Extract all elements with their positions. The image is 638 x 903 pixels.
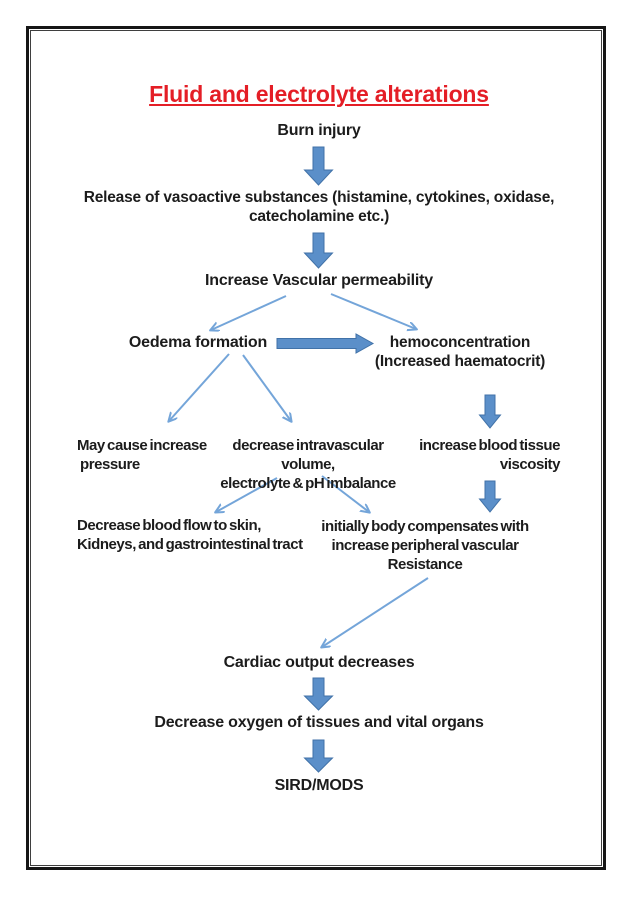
- node-intravascular-line1: decrease intravascular volume,: [232, 437, 384, 473]
- arrow-intravascular-to-compensate: [321, 475, 369, 512]
- node-intravascular-line2: electrolyte & pH imbalance: [220, 475, 396, 492]
- arrow-burn-to-release: [303, 146, 334, 186]
- node-hemoconcentration-line2: (Increased haematocrit): [374, 353, 546, 370]
- arrow-oedema-to-intravascular: [242, 354, 291, 421]
- node-sird-mods: SIRD/MODS: [274, 777, 364, 794]
- node-release: Release of vasoactive substances (histam…: [69, 188, 569, 226]
- arrow-release-to-permeability: [303, 232, 334, 269]
- node-blood-flow-line2: Kidneys, and gastrointestinal tract: [77, 536, 303, 553]
- node-compensate-line3: Resistance: [387, 556, 463, 573]
- page-border: [26, 26, 606, 870]
- node-hemoconcentration-line1: hemoconcentration: [389, 334, 531, 351]
- page-border-inner-line: [30, 30, 602, 866]
- node-pressure: May cause increase pressure: [77, 436, 209, 474]
- arrow-hemoconcentration-to-viscosity: [478, 394, 502, 429]
- node-blood-flow-line1: Decrease blood flow to skin,: [77, 517, 261, 534]
- arrow-viscosity-to-compensate: [478, 480, 502, 513]
- arrow-oedema-to-pressure: [169, 353, 230, 421]
- node-compensate-line1: initially body compensates with: [321, 518, 529, 535]
- node-release-line2: catecholamine etc.): [248, 208, 390, 225]
- node-oedema: Oedema formation: [128, 334, 268, 351]
- node-hemoconcentration: hemoconcentration (Increased haematocrit…: [372, 333, 548, 371]
- node-pressure-line1: May cause increase: [77, 437, 207, 454]
- node-intravascular: decrease intravascular volume, electroly…: [206, 436, 410, 493]
- node-oxygen: Decrease oxygen of tissues and vital org…: [154, 714, 484, 731]
- arrow-resistance-to-cardiac: [322, 577, 429, 647]
- node-compensate-line2: increase peripheral vascular: [331, 537, 519, 554]
- arrow-oxygen-to-sird: [303, 739, 334, 773]
- node-cardiac-output: Cardiac output decreases: [223, 654, 415, 671]
- arrow-cardiac-to-oxygen: [303, 677, 334, 711]
- arrow-permeability-to-oedema: [211, 295, 287, 330]
- node-viscosity-line2: viscosity: [499, 456, 561, 473]
- node-burn-injury: Burn injury: [277, 122, 361, 139]
- arrow-permeability-to-hemoconcentration: [330, 293, 416, 329]
- node-pressure-line2: pressure: [80, 456, 140, 473]
- node-viscosity: increase blood tissue viscosity: [418, 436, 560, 474]
- node-release-line1: Release of vasoactive substances (histam…: [83, 189, 555, 206]
- arrow-intravascular-to-blood-flow: [216, 477, 278, 512]
- node-viscosity-line1: increase blood tissue: [419, 437, 560, 454]
- arrow-oedema-to-hemoconcentration: [276, 333, 375, 354]
- page-title: Fluid and electrolyte alterations: [149, 81, 489, 107]
- node-permeability: Increase Vascular permeability: [205, 272, 433, 289]
- node-blood-flow: Decrease blood flow to skin, Kidneys, an…: [77, 516, 327, 554]
- node-compensate: initially body compensates with increase…: [300, 517, 550, 574]
